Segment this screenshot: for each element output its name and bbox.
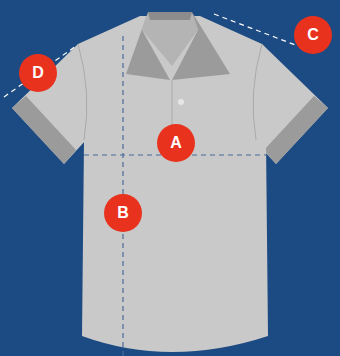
callout-number: B: [117, 205, 129, 221]
collar-right: [172, 12, 230, 80]
callout-circle: D: [19, 54, 57, 92]
shoulder-line: [214, 14, 298, 46]
callout-circle: B: [104, 194, 142, 232]
collar-band: [148, 12, 192, 20]
shirt-body: [76, 16, 268, 352]
seam: [253, 44, 262, 140]
callout-circle: A: [157, 124, 195, 162]
collar-left: [126, 12, 170, 80]
right-cuff: [264, 96, 328, 164]
callout-circle: C: [294, 16, 332, 54]
callout-number: D: [32, 65, 44, 81]
button: [178, 99, 184, 105]
callout-number: A: [170, 135, 182, 151]
seam: [78, 44, 87, 140]
callout-number: C: [307, 27, 319, 43]
left-sleeve: [12, 44, 86, 164]
sleeve-line: [4, 46, 76, 97]
left-cuff: [12, 96, 76, 164]
